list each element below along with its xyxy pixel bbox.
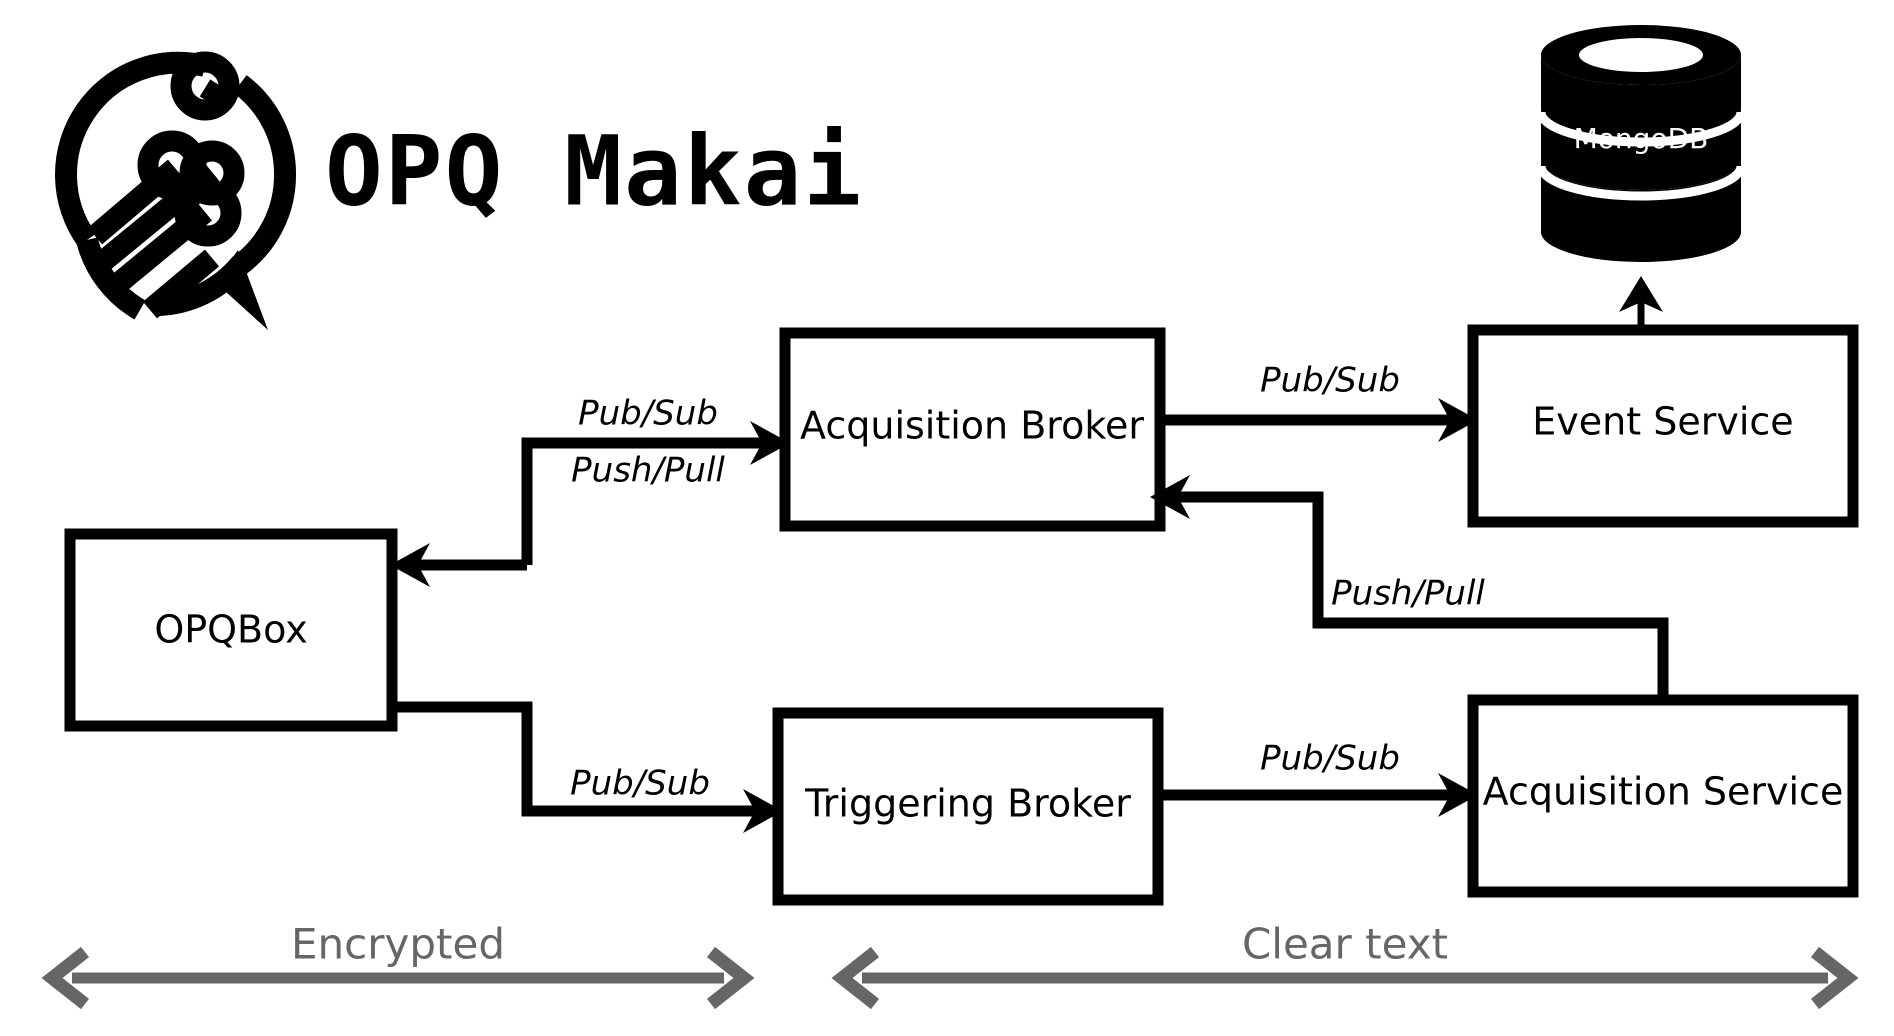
database-cylinder-icon: MongoDB [1536, 25, 1746, 262]
node-event-service[interactable] [1467, 324, 1859, 528]
node-acquisition-broker[interactable] [779, 327, 1166, 532]
edge-label-pub-sub-top-right: Pub/Sub [1260, 361, 1400, 401]
node-acquisition-broker-label: Acquisition Broker [800, 404, 1144, 448]
node-acquisition-service-label: Acquisition Service [1483, 770, 1844, 814]
edge-label-pub-sub-bottom-right: Pub/Sub [1260, 739, 1400, 779]
page-title: OPQ Makai [325, 115, 863, 227]
edge-opqbox-acquisition-broker [390, 421, 790, 587]
edge-acquisition-service-to-acquisition-broker [1150, 475, 1669, 700]
node-triggering-broker[interactable] [772, 707, 1164, 906]
zone-clear-text-label: Clear text [1242, 920, 1448, 969]
edge-label-pub-sub-bottom-left: Pub/Sub [570, 764, 710, 804]
edge-opqbox-to-triggering-broker [392, 701, 783, 833]
edge-event-service-to-mongodb [1619, 276, 1663, 330]
zone-clear-text: Clear text [831, 920, 1859, 1010]
zone-encrypted: Encrypted [41, 920, 755, 1010]
zone-encrypted-label: Encrypted [291, 920, 505, 969]
node-event-service-label: Event Service [1532, 400, 1793, 444]
edge-acquisition-broker-to-event-service [1160, 398, 1478, 442]
node-triggering-broker-label: Triggering Broker [804, 782, 1131, 826]
opq-circuit-logo-icon [54, 51, 297, 330]
edge-label-push-pull-upper-left: Push/Pull [571, 451, 725, 491]
edge-label-pub-sub-upper-left: Pub/Sub [578, 394, 718, 434]
database-label: MongoDB [1574, 122, 1709, 155]
edge-triggering-broker-to-acquisition-service [1158, 773, 1478, 817]
node-opqbox-label: OPQBox [154, 608, 307, 652]
edge-label-push-pull-mid-right: Push/Pull [1331, 574, 1485, 614]
node-opqbox[interactable] [64, 528, 398, 732]
